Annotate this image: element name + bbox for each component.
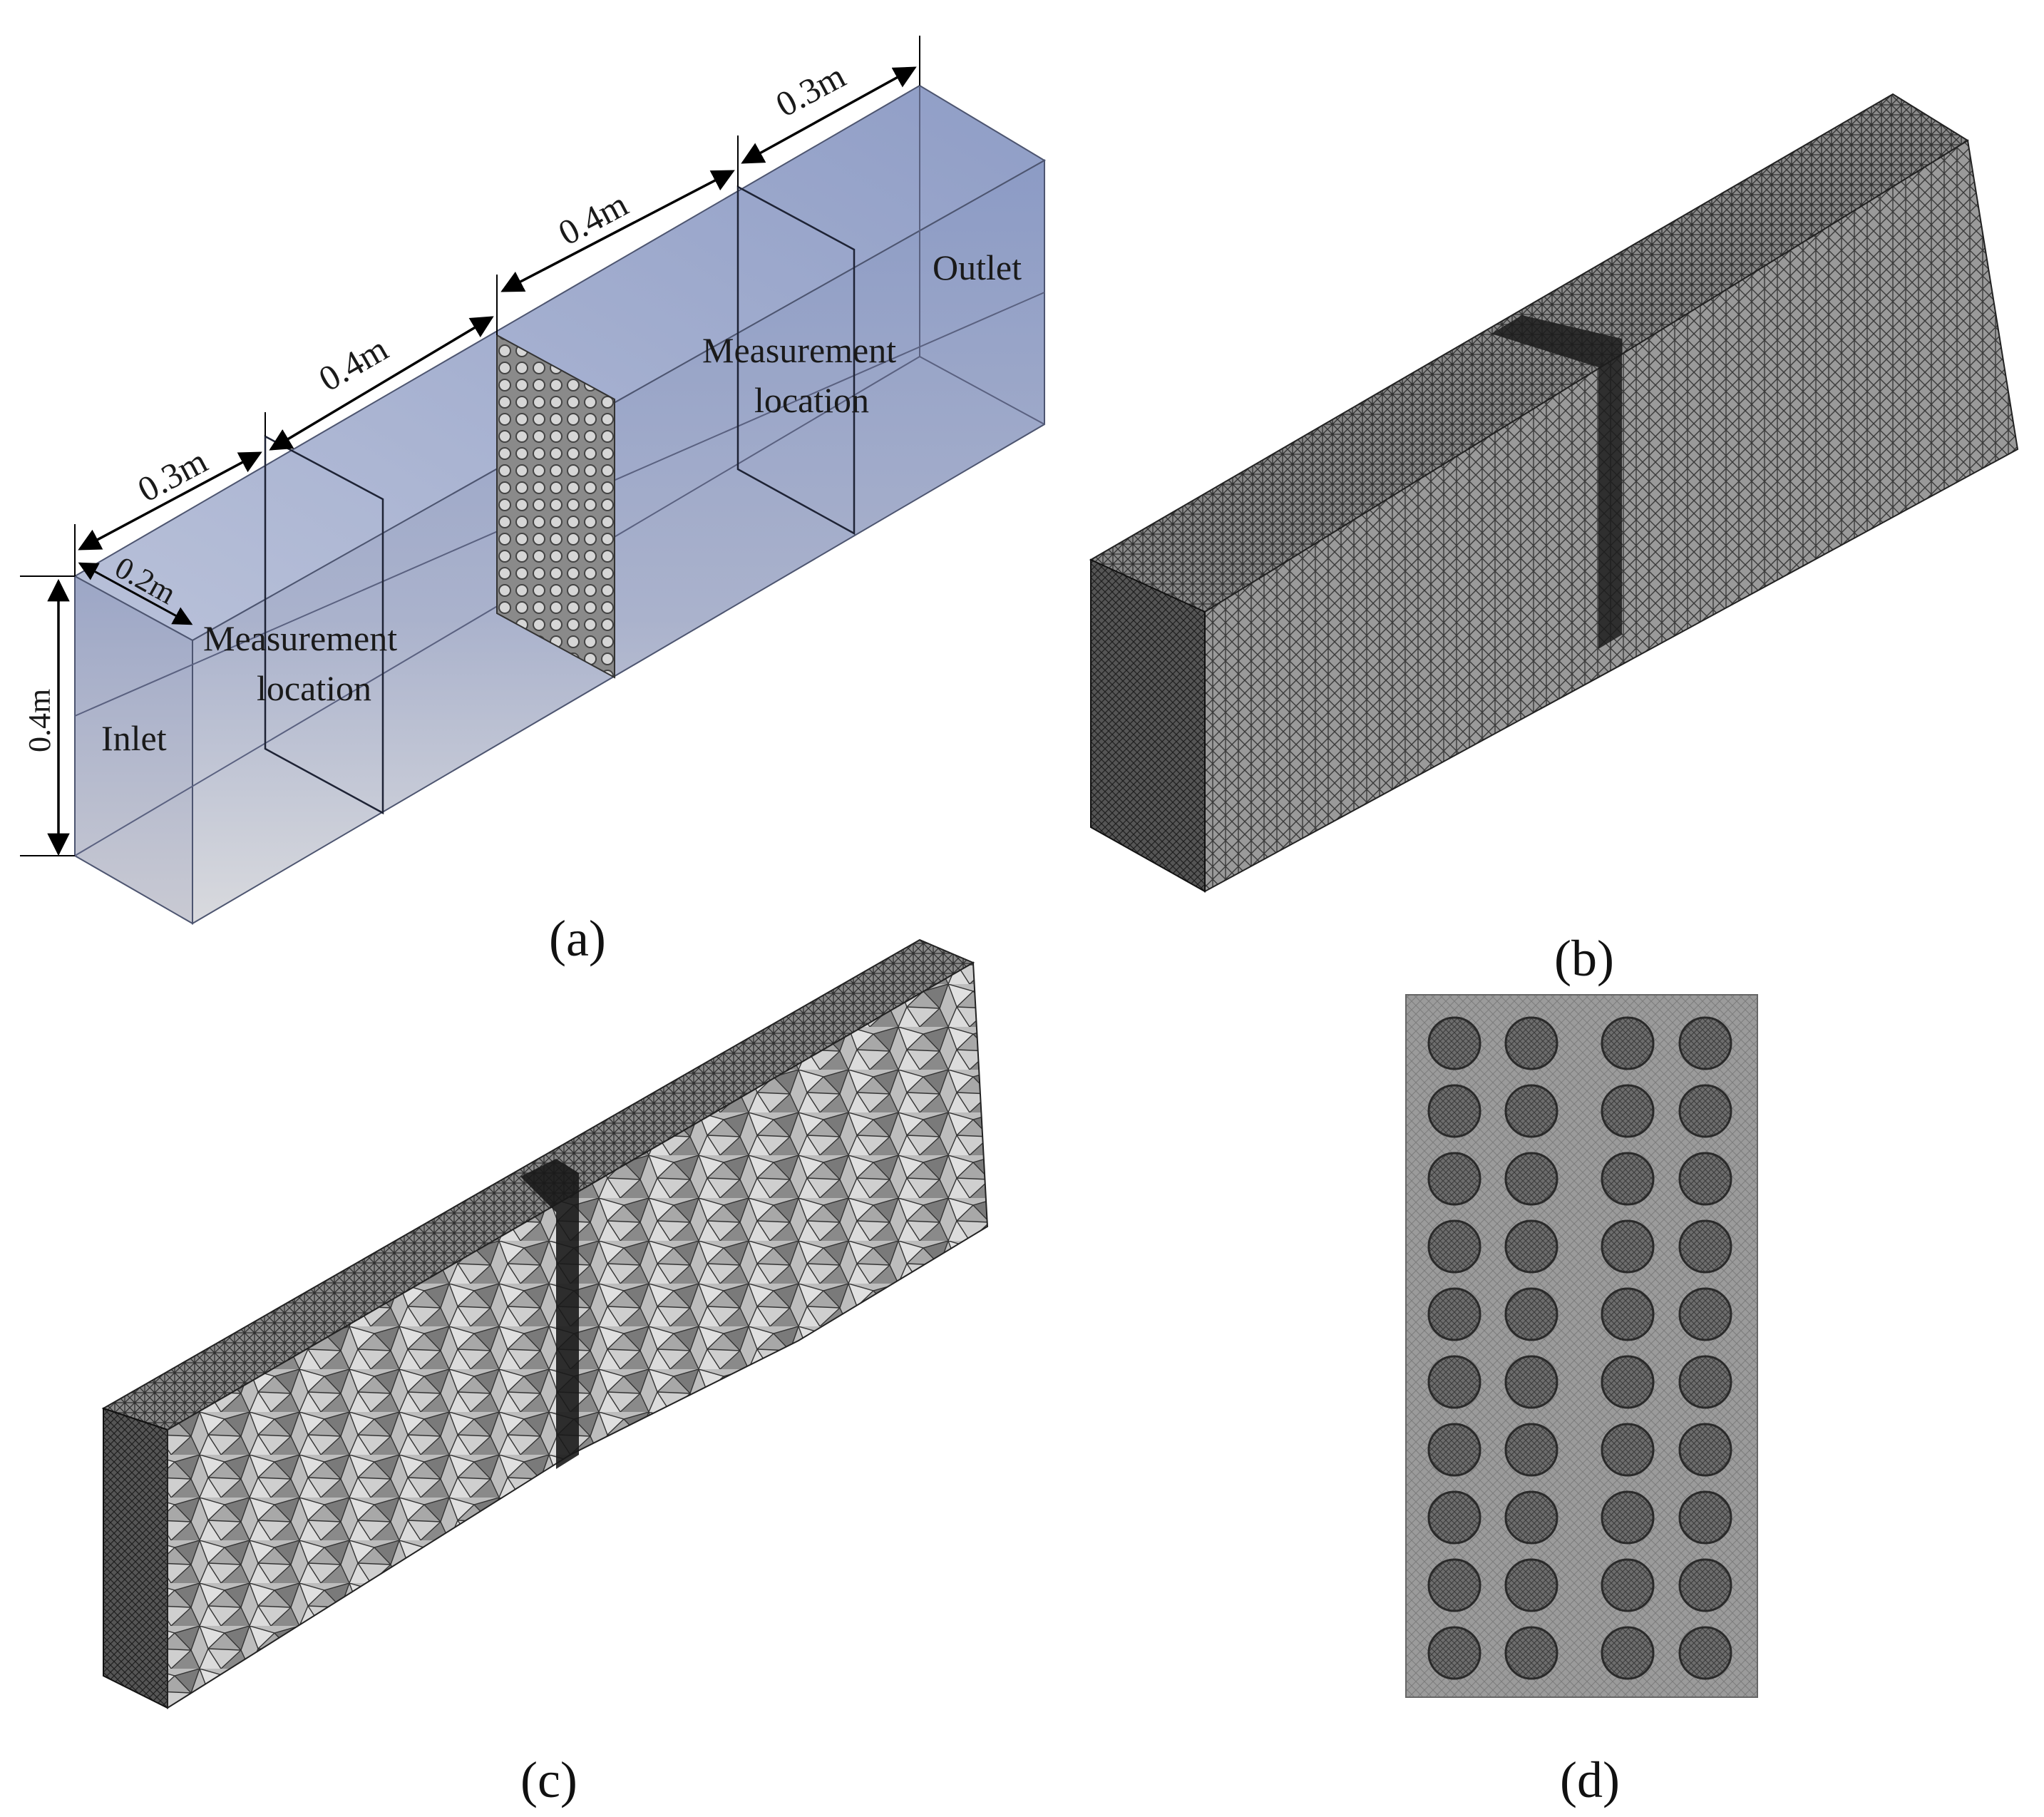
dim-label-seg2: 0.4m (312, 328, 395, 399)
hole-mesh-circle (1678, 1016, 1732, 1070)
inlet-label: Inlet (101, 718, 167, 758)
hole-mesh-circle (1601, 1152, 1655, 1206)
hole-mesh-circle (1504, 1287, 1558, 1341)
hole-mesh-circle (1678, 1084, 1732, 1138)
dim-line-seg3 (500, 170, 735, 292)
hole-mesh-circle (1504, 1558, 1558, 1612)
mesh-b-refinement-band (1491, 315, 1622, 649)
measurement-left-label-1: Measurement (203, 618, 397, 658)
dim-line-seg1 (78, 451, 262, 551)
hole-mesh-circle (1678, 1626, 1732, 1680)
hole-mesh-circle (1504, 1355, 1558, 1409)
dim-line-seg4 (741, 66, 917, 164)
caption-d: (d) (1560, 1751, 1620, 1808)
panel-d-plate-mesh (1405, 994, 1758, 1698)
hole-mesh-circle (1427, 1355, 1481, 1409)
measurement-plane-right (736, 185, 856, 536)
hole-mesh-circle (1601, 1490, 1655, 1545)
hole-mesh-circle (1678, 1219, 1732, 1274)
measurement-right-label-2: location (754, 380, 869, 420)
hole-mesh-circle (1427, 1558, 1481, 1612)
hole-mesh-circle (1427, 1287, 1481, 1341)
hole-mesh-circle (1504, 1490, 1558, 1545)
dim-label-height: 0.4m (22, 689, 57, 752)
hole-mesh-circle (1427, 1016, 1481, 1070)
hole-mesh-circle (1678, 1287, 1732, 1341)
panel-c-cut-mesh (101, 938, 989, 1709)
perforated-plate (496, 334, 615, 679)
caption-c: (c) (520, 1751, 577, 1808)
hole-mesh-circle (1427, 1152, 1481, 1206)
mesh-b-end-face (1090, 558, 1206, 893)
hole-grid (1427, 1016, 1732, 1680)
hole-mesh-circle (1678, 1558, 1732, 1612)
hole-mesh-circle (1678, 1152, 1732, 1206)
hole-mesh-circle (1504, 1084, 1558, 1138)
dim-line-depth (78, 562, 193, 625)
hole-mesh-circle (1504, 1016, 1558, 1070)
hole-mesh-circle (1427, 1490, 1481, 1545)
hole-mesh-circle (1678, 1355, 1732, 1409)
measurement-plane-left (264, 434, 384, 815)
hole-mesh-circle (1678, 1490, 1732, 1545)
panel-a-geometry: 0.4m 0.2m 0.3m 0.4m 0.4m 0.3m Inlet Outl… (20, 36, 1046, 925)
mesh-c-end-face (103, 1407, 168, 1709)
dim-line-seg2 (269, 316, 494, 451)
measurement-right-label-1: Measurement (702, 330, 896, 370)
panel-b-mesh-block (1089, 93, 2019, 893)
outlet-label: Outlet (933, 247, 1022, 287)
hole-mesh-circle (1601, 1626, 1655, 1680)
hole-mesh-circle (1427, 1626, 1481, 1680)
caption-a: (a) (549, 910, 606, 967)
mesh-c-refinement-band (520, 1159, 579, 1469)
hole-mesh-circle (1601, 1287, 1655, 1341)
dim-label-seg4: 0.3m (769, 56, 852, 125)
hole-mesh-circle (1601, 1016, 1655, 1070)
hole-mesh-circle (1601, 1423, 1655, 1477)
hole-mesh-circle (1504, 1152, 1558, 1206)
hole-mesh-circle (1601, 1355, 1655, 1409)
hole-mesh-circle (1601, 1084, 1655, 1138)
hole-mesh-circle (1601, 1219, 1655, 1274)
hole-mesh-circle (1601, 1558, 1655, 1612)
hole-mesh-circle (1427, 1423, 1481, 1477)
caption-b: (b) (1554, 930, 1614, 987)
hole-mesh-circle (1504, 1423, 1558, 1477)
hole-mesh-circle (1678, 1423, 1732, 1477)
hole-mesh-circle (1504, 1219, 1558, 1274)
hole-mesh-circle (1504, 1626, 1558, 1680)
hole-mesh-circle (1427, 1219, 1481, 1274)
measurement-left-label-2: location (257, 668, 371, 708)
hole-mesh-circle (1427, 1084, 1481, 1138)
hidden-edges (74, 86, 1045, 856)
